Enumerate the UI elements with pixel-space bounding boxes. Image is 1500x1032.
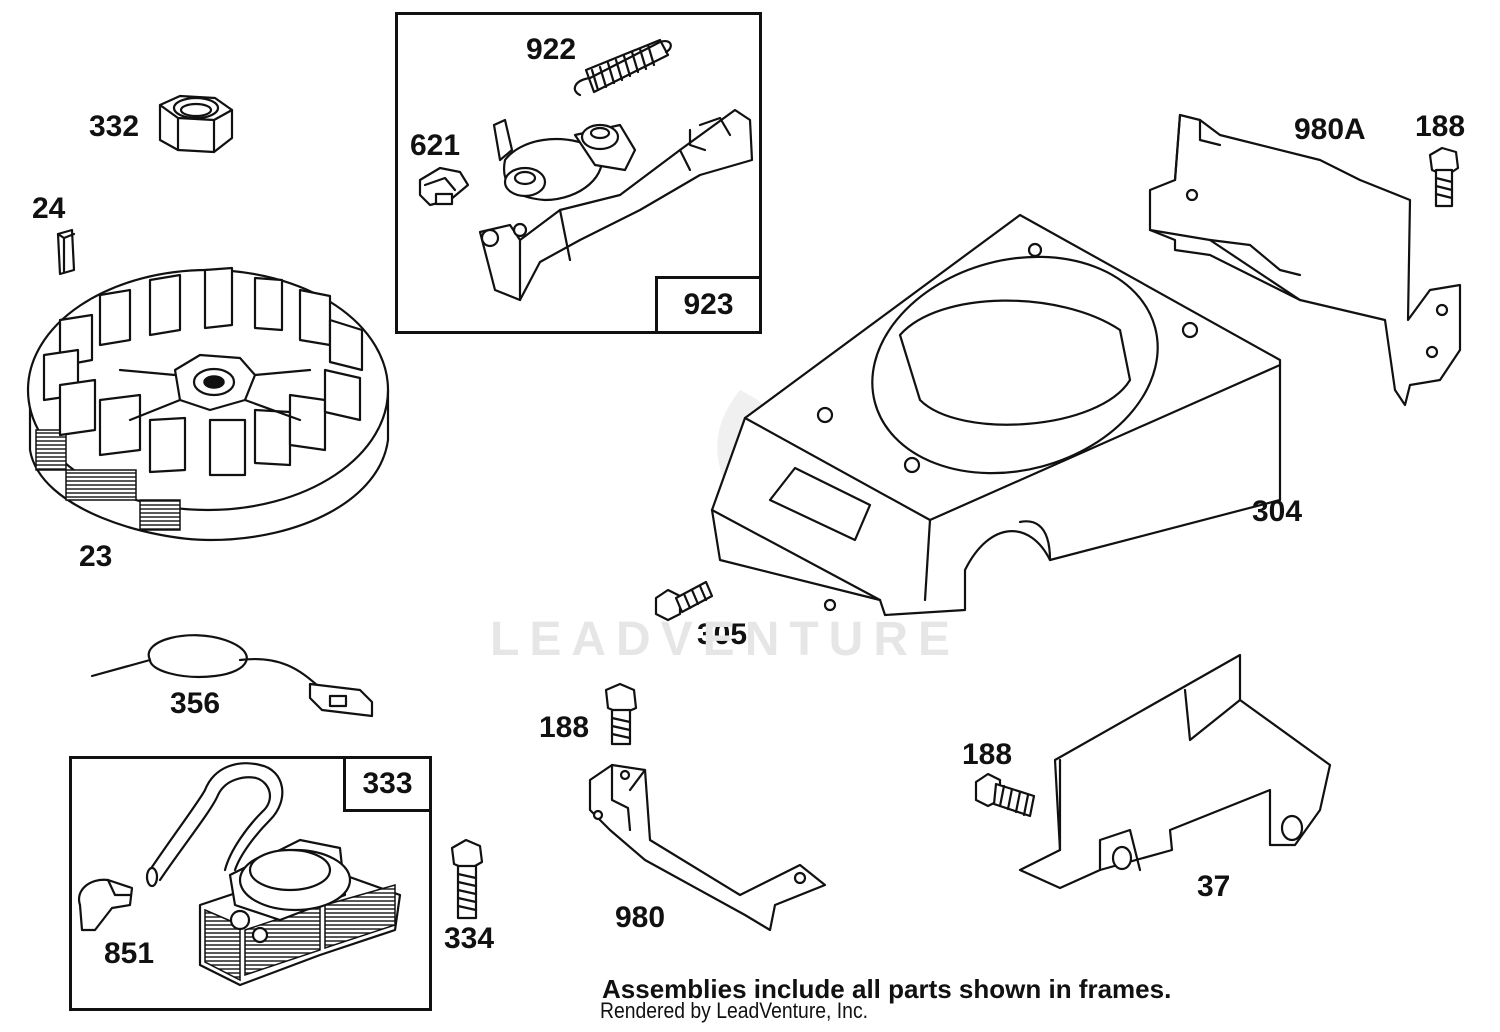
screw-305-drawing [654,580,714,622]
part-label-851: 851 [104,937,155,970]
screw-188-lower-right-drawing [974,772,1036,818]
part-label-980A: 980A [1294,113,1366,146]
flywheel-23-drawing [26,266,390,542]
part-label-188-middle: 188 [539,711,590,744]
part-label-37: 37 [1197,870,1231,903]
assemblies-note: Assemblies include all parts shown in fr… [602,974,1172,1004]
bracket-980A-drawing [1148,113,1462,407]
shield-37-drawing [1018,653,1332,890]
part-label-304: 304 [1252,495,1303,528]
part-label-356: 356 [170,687,221,720]
part-label-188-lower-right: 188 [962,738,1013,771]
render-credit: Rendered by LeadVenture, Inc. [600,998,869,1023]
screw-334-drawing [450,838,484,920]
screw-188-top-right-drawing [1428,146,1460,208]
ignition-assembly-frame [69,756,432,1011]
part-label-334: 334 [444,922,495,955]
part-label-305: 305 [697,618,748,651]
key-24-drawing [56,228,76,276]
governor-assembly-frame [395,12,762,334]
blower-housing-304-drawing [710,213,1282,617]
part-label-23: 23 [79,540,113,573]
ground-wire-356-drawing [90,634,374,718]
part-label-980: 980 [615,901,666,934]
part-label-24: 24 [32,192,66,225]
governor-assembly-drawing [418,38,754,302]
ignition-armature-drawing [77,762,402,987]
watermark-text: LEADVENTURE [490,613,961,666]
nut-332-drawing [158,94,234,154]
screw-188-middle-drawing [604,682,638,746]
ignition-assembly-frame-tag: 333 [343,756,432,812]
governor-assembly-frame-tag: 923 [655,276,762,334]
part-label-332: 332 [89,110,140,143]
part-label-188-top-right: 188 [1415,110,1466,143]
bracket-980-drawing [588,763,827,932]
part-label-621: 621 [410,129,461,162]
part-label-922: 922 [526,33,577,66]
